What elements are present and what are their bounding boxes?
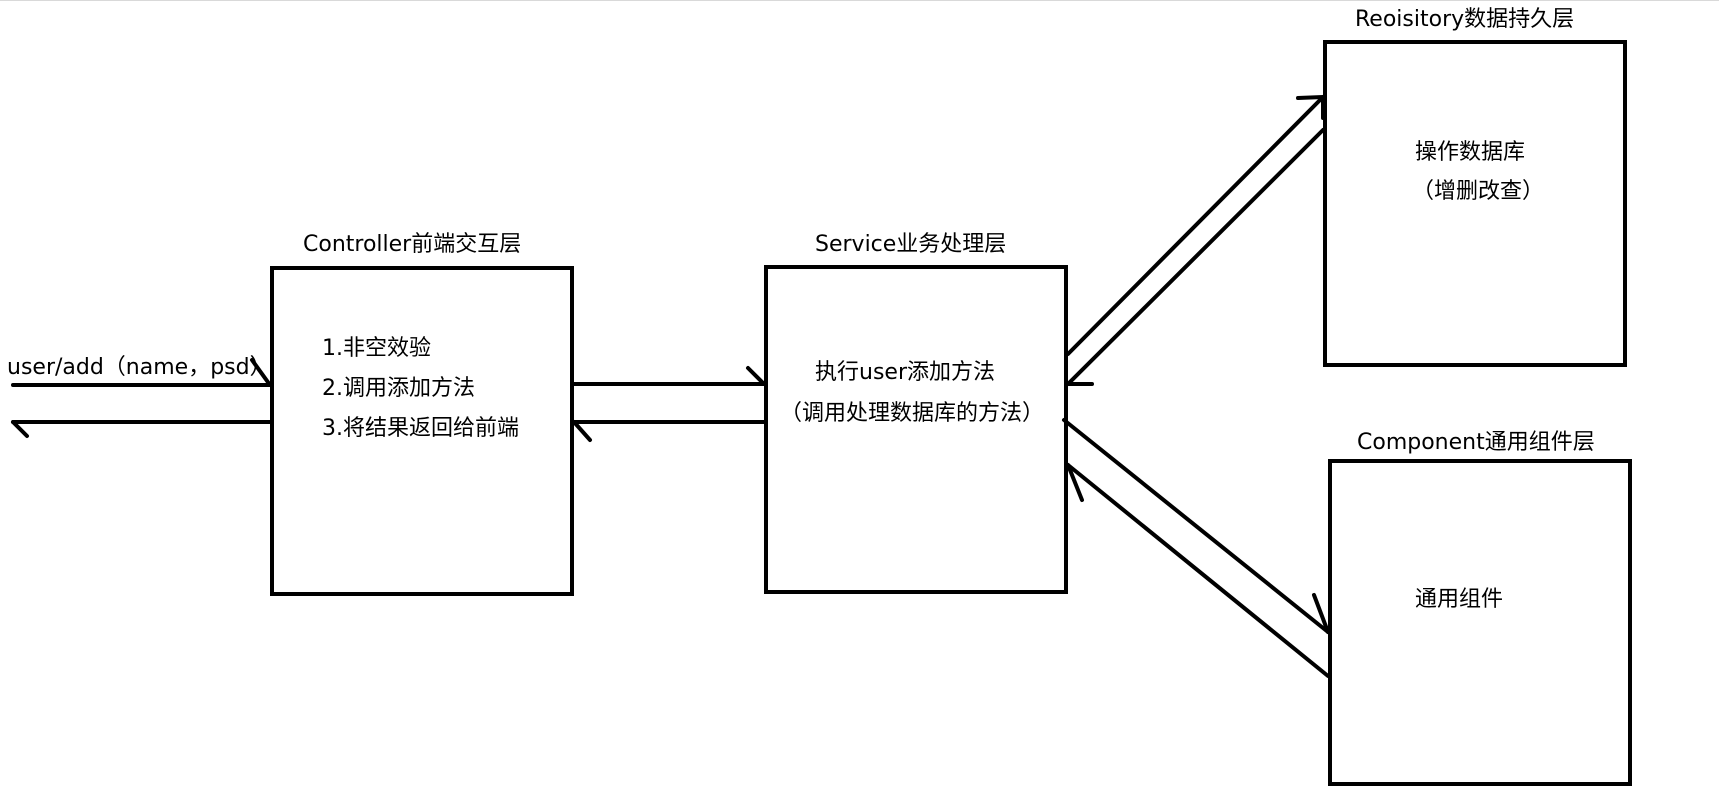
controller-box <box>270 266 574 596</box>
service-line-1: 执行user添加方法 <box>815 360 995 385</box>
service-to-component-line <box>1062 418 1330 634</box>
service-line-2: （调用处理数据库的方法） <box>780 401 1045 426</box>
service-to-controller-arrowhead <box>572 420 592 442</box>
component-to-service-arrowhead <box>1066 463 1084 502</box>
controller-item-1: 1.非空效验 <box>322 336 431 361</box>
repository-box <box>1323 40 1627 367</box>
component-line-1: 通用组件 <box>1415 587 1504 612</box>
component-to-service-line <box>1066 463 1330 678</box>
repository-title: Reoisitory数据持久层 <box>1355 7 1575 32</box>
controller-title: Controller前端交互层 <box>303 232 522 257</box>
controller-item-3: 3.将结果返回给前端 <box>322 416 519 441</box>
controller-to-service-arrowhead <box>746 366 766 386</box>
controller-item-2: 2.调用添加方法 <box>322 376 475 401</box>
response-arrowhead <box>11 420 29 438</box>
service-to-component-arrowhead <box>1312 593 1330 634</box>
repository-line-1: 操作数据库 <box>1415 140 1526 165</box>
component-box <box>1328 459 1632 786</box>
top-divider <box>0 0 1719 1</box>
service-to-repository-arrowhead <box>1296 95 1325 120</box>
service-to-repository-line <box>1066 95 1325 356</box>
request-label: user/add（name，psd） <box>7 355 272 380</box>
service-box <box>764 265 1068 594</box>
service-title: Service业务处理层 <box>815 232 1007 257</box>
component-title: Component通用组件层 <box>1357 430 1595 455</box>
repository-to-service-line <box>1066 128 1325 386</box>
repository-line-2: （增删改查） <box>1412 179 1545 204</box>
request-arrowhead <box>250 358 272 387</box>
